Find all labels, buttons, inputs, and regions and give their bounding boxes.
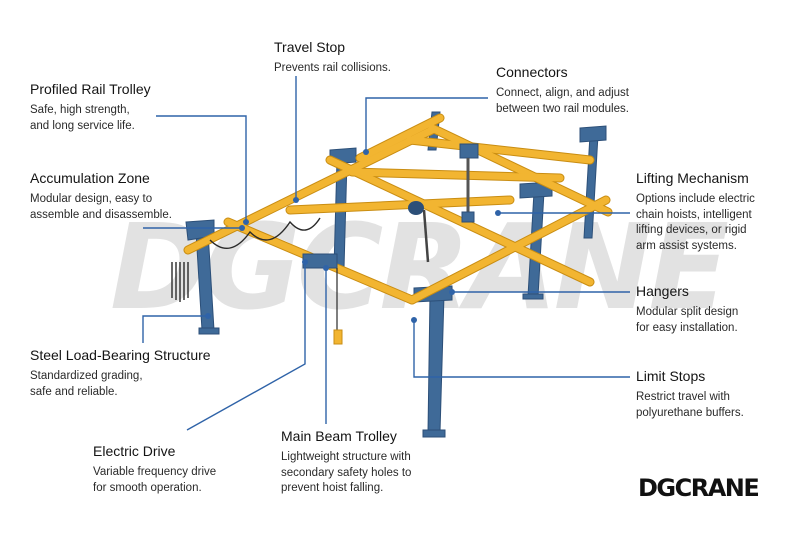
limit-stops-desc: Restrict travel with polyurethane buffer… (636, 391, 744, 419)
callout-limit-stops: Limit Stops Restrict travel with polyure… (636, 368, 744, 421)
callout-steel-structure: Steel Load-Bearing Structure Standardize… (30, 347, 211, 400)
column-front-right (427, 294, 445, 433)
steel-structure-desc: Standardized grading, safe and reliable. (30, 370, 143, 398)
hangers-title: Hangers (636, 283, 689, 299)
column-front-right-foot (422, 429, 446, 438)
pendant-control (333, 329, 343, 345)
main-beam-trolley-title: Main Beam Trolley (281, 428, 397, 444)
leader-connectors (365, 97, 488, 152)
callout-lifting-mechanism: Lifting Mechanism Options include electr… (636, 170, 755, 254)
connectors-desc: Connect, align, and adjust between two r… (496, 87, 629, 115)
leader-lines (142, 76, 630, 431)
column-back-right (583, 134, 599, 239)
leader-electric-drive (186, 262, 306, 431)
accumulation-zone-desc: Modular design, easy to assemble and dis… (30, 193, 172, 221)
hoist-block (461, 211, 475, 223)
support-columns (185, 111, 607, 438)
profiled-rail-trolley-title: Profiled Rail Trolley (30, 81, 151, 97)
leader-limit-stops (413, 320, 630, 378)
callout-profiled-rail-trolley: Profiled Rail Trolley Safe, high strengt… (30, 81, 151, 134)
leader-profiled-rail-trolley (156, 115, 247, 222)
chain-hoist (408, 201, 424, 215)
steel-structure-title: Steel Load-Bearing Structure (30, 347, 211, 363)
column-front-left-foot (198, 327, 220, 335)
callout-connectors: Connectors Connect, align, and adjust be… (496, 64, 629, 117)
callout-hangers: Hangers Modular split design for easy in… (636, 283, 738, 336)
callout-accumulation-zone: Accumulation Zone Modular design, easy t… (30, 170, 172, 223)
travel-stop-title: Travel Stop (274, 39, 346, 55)
accumulation-cables (171, 217, 321, 302)
lifting-mechanism-title: Lifting Mechanism (636, 170, 749, 186)
electric-drive-title: Electric Drive (93, 443, 176, 459)
main-beam-trolley (302, 253, 338, 269)
hoist-assemblies (302, 143, 479, 345)
column-mid-right-foot (522, 293, 544, 300)
lifting-mechanism-desc: Options include electric chain hoists, i… (636, 193, 755, 252)
profiled-rail-trolley-desc: Safe, high strength, and long service li… (30, 104, 135, 132)
main-beam-trolley-desc: Lightweight structure with secondary saf… (281, 451, 412, 494)
connectors-title: Connectors (496, 64, 568, 80)
travel-stop-desc: Prevents rail collisions. (274, 62, 391, 74)
callout-travel-stop: Travel Stop Prevents rail collisions. (274, 39, 391, 77)
brand-logo-text: DGCRANE (638, 474, 760, 502)
accumulation-zone-title: Accumulation Zone (30, 170, 150, 186)
bracket-back-right (579, 125, 607, 143)
leader-steel-structure (142, 315, 208, 343)
hangers-desc: Modular split design for easy installati… (636, 306, 739, 334)
callout-main-beam-trolley: Main Beam Trolley Lightweight structure … (281, 428, 411, 497)
electric-drive-desc: Variable frequency drive for smooth oper… (93, 466, 217, 494)
callout-electric-drive: Electric Drive Variable frequency drive … (93, 443, 216, 496)
rail-frame (183, 113, 613, 305)
limit-stops-title: Limit Stops (636, 368, 706, 384)
leader-end-dots (205, 149, 501, 323)
hoist-top (459, 143, 479, 159)
brand-logo: DGCRANE (638, 474, 760, 502)
